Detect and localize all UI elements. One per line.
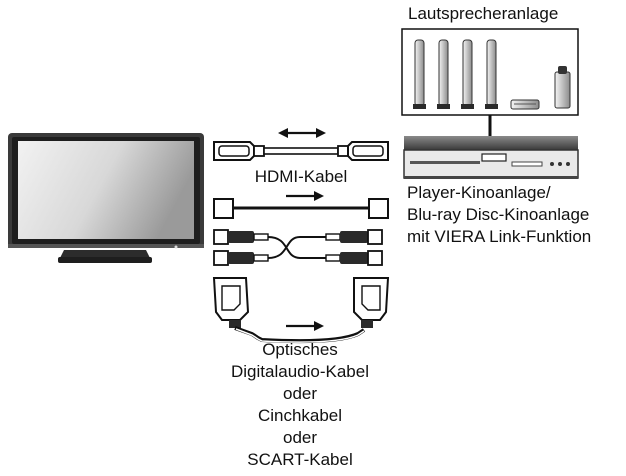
cable-option-label: SCART-Kabel (247, 450, 353, 469)
tv-icon (8, 133, 204, 263)
hdmi-cable-icon (213, 128, 389, 161)
cable-option-label: Optisches (262, 340, 338, 359)
speaker-system-label: Lautsprecheranlage (408, 4, 559, 23)
rca-connector-icon (325, 229, 383, 266)
cable-option-label: Cinchkabel (257, 406, 343, 425)
hdmi-connector-icon (213, 141, 265, 161)
player-label-line: Player-Kinoanlage/ (407, 183, 551, 202)
center-speaker-icon (510, 99, 540, 110)
hdmi-cable-label: HDMI-Kabel (254, 167, 348, 186)
cable-option-label: Digitalaudio-Kabel (231, 362, 369, 381)
rca-connector-icon (213, 229, 269, 266)
scart-connector-icon (212, 277, 250, 328)
arrow-icon (278, 128, 326, 138)
tall-speaker-icon (461, 39, 474, 109)
optical-cable-icon (213, 191, 389, 219)
player-label-line: mit VIERA Link-Funktion (407, 227, 592, 246)
scart-cable-icon (212, 277, 390, 344)
cable-option-label: oder (282, 428, 318, 447)
hdmi-connector-icon (337, 141, 389, 161)
scart-connector-icon (353, 277, 390, 328)
player-label-line: Blu-ray Disc-Kinoanlage (407, 205, 590, 224)
tall-speaker-icon (413, 39, 426, 109)
speaker-system-icon (401, 28, 579, 116)
arrow-icon (286, 191, 324, 201)
arrow-icon (286, 321, 324, 331)
subwoofer-icon (554, 66, 571, 109)
tall-speaker-icon (437, 39, 450, 109)
player-icon (403, 136, 579, 179)
rca-cable-icon (213, 229, 383, 266)
cable-option-label: oder (282, 384, 318, 403)
tall-speaker-icon (485, 39, 498, 109)
